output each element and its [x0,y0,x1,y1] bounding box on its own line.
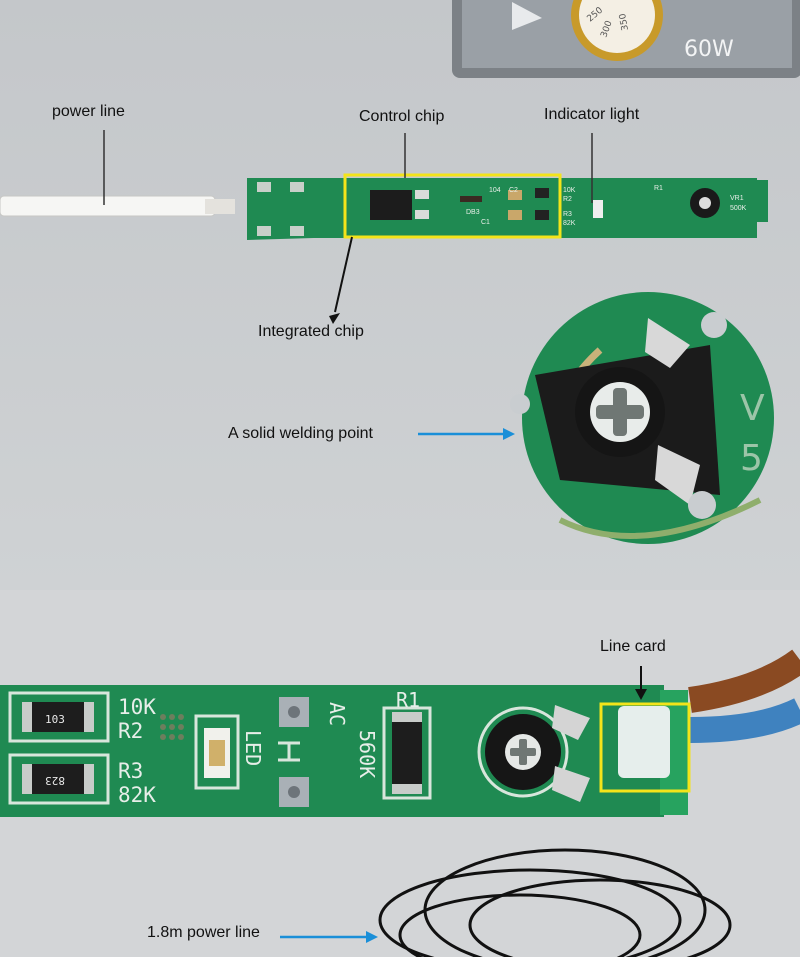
resistor-103 [30,702,86,732]
silk-c2-small: C2 [509,187,518,194]
silk-500k-small: 500K [730,205,747,212]
silk-10k-small: 10K [563,187,576,194]
resistor-823 [30,764,86,794]
coiled-power-cable [378,848,732,957]
silk-82k-small: 82K [563,220,576,227]
zoomed-potentiometer: V 5 [510,292,774,544]
silk-vr1-small: VR1 [730,195,744,202]
silk-10k: 10K [118,695,156,719]
silk-db3-small: DB3 [466,209,480,216]
line-card-clip [618,706,670,778]
silk-r2: R2 [118,719,143,743]
svg-text:350: 350 [618,12,631,31]
control-chip-component [370,190,412,220]
pcb-board-overview: 104 C2 DB3 C1 10K R2 R3 82K R1 VR1 500K [247,178,768,240]
blue-wire [689,698,800,743]
cable-sleeve [205,199,235,214]
top-photo-art: 250 300 350 60W 104 [0,0,800,544]
line-card-highlight [599,702,691,793]
indicator-light-label: Indicator light [544,106,640,123]
control-chip-label: Control chip [359,108,445,125]
bottom-photo-section: 103 823 [0,590,800,957]
resistor-103-code: 103 [45,713,65,726]
bottom-photo-art: 103 823 [0,649,800,957]
power-line-length-arrowhead [366,931,378,943]
resistor-r1 [392,718,422,788]
power-line-length-label: 1.8m power line [147,924,260,941]
svg-text:5: 5 [740,438,763,479]
silk-82k: 82K [118,783,156,807]
silk-ac: AC [325,702,349,726]
silk-r1-small: R1 [654,185,663,192]
via-holes [160,714,184,740]
silk-r3-small: R3 [563,211,572,218]
power-line-label: power line [52,103,125,120]
resistor-823-code: 823 [45,774,65,787]
silk-560k: 560K [355,730,379,778]
silk-r1: R1 [396,688,420,712]
solid-welding-point-label: A solid welding point [228,425,373,442]
silk-led: LED [241,730,265,766]
power-cable [0,195,216,217]
integrated-chip-arrowhead [329,313,340,324]
play-arrow-icon [512,2,542,30]
silk-r3: R3 [118,759,143,783]
wattage-text: 60W [684,37,734,62]
integrated-chip-label: Integrated chip [258,323,364,340]
line-card-label: Line card [600,638,666,655]
control-area-highlight [343,173,562,239]
integrated-chip-pointer [334,236,353,313]
product-box: 250 300 350 60W [452,0,800,78]
welding-point-arrowhead [503,428,515,440]
top-photo-section: 250 300 350 60W 104 [0,0,800,590]
silk-r2-small: R2 [563,196,572,203]
silk-c1-small: C1 [481,219,490,226]
line-card-arrowhead [635,689,647,700]
brown-wire [688,649,800,713]
svg-text:V: V [740,388,765,429]
silk-104-small: 104 [489,187,501,194]
